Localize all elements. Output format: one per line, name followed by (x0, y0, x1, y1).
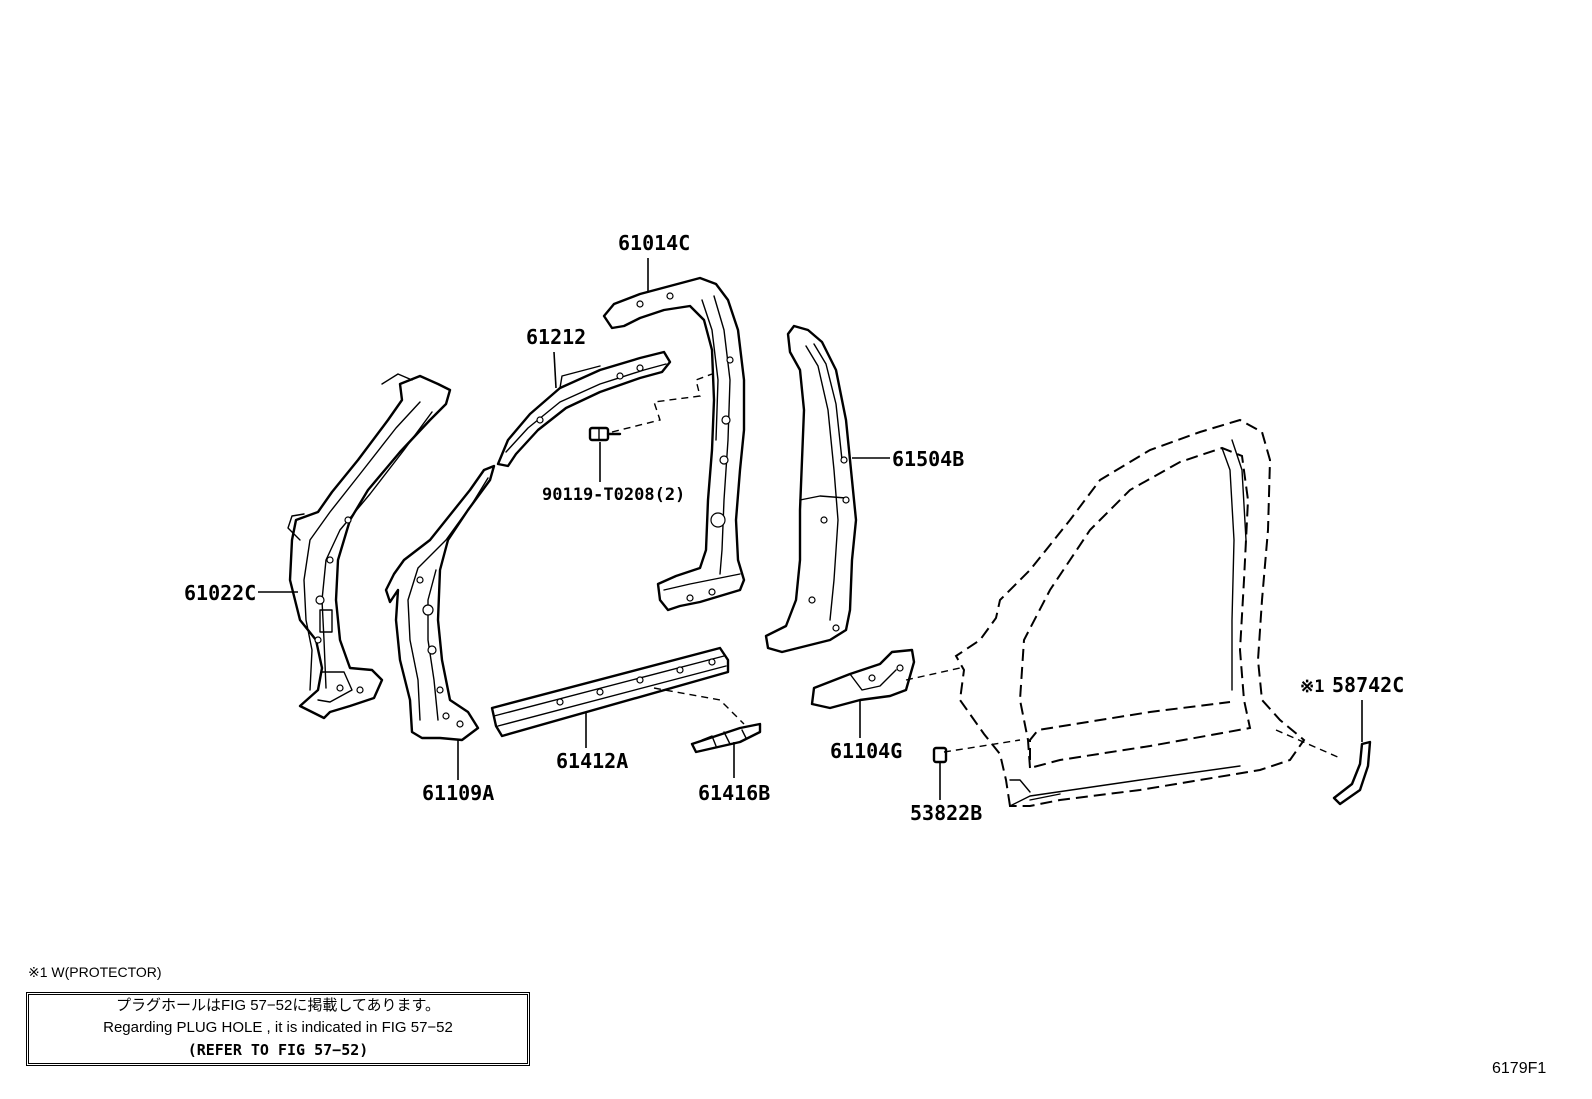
part-label-61014c[interactable]: 61014C (618, 231, 690, 255)
footnote-protector: ※1 W(PROTECTOR) (28, 964, 162, 980)
part-90119-t0208-drawing[interactable] (588, 426, 622, 442)
assembly-dashed-lines (611, 373, 1341, 759)
part-label-61416b[interactable]: 61416B (698, 781, 770, 805)
leader-lines (258, 258, 1363, 800)
part-label-53822b[interactable]: 53822B (910, 801, 982, 825)
note-line-japanese: プラグホールはFIG 57−52に掲載してあります。 (116, 997, 440, 1014)
body-side-outer-reference (954, 418, 1306, 807)
plug-hole-note-box: プラグホールはFIG 57−52に掲載してあります。 Regarding PLU… (26, 992, 530, 1066)
part-label-61212[interactable]: 61212 (526, 325, 586, 349)
part-61109a-drawing[interactable] (384, 464, 496, 742)
figure-id: 6179F1 (1492, 1060, 1547, 1077)
part-61212-drawing[interactable] (496, 350, 672, 468)
part-label-61104g[interactable]: 61104G (830, 739, 902, 763)
part-61416b-drawing[interactable] (690, 722, 762, 754)
part-label-61504b[interactable]: 61504B (892, 447, 964, 471)
part-label-58742c[interactable]: 58742C (1332, 673, 1404, 697)
part-label-58742c-marker: ※1 (1300, 677, 1324, 697)
part-label-61109a[interactable]: 61109A (422, 781, 494, 805)
part-61022c-drawing[interactable] (287, 373, 452, 720)
part-58742c-drawing[interactable] (1332, 740, 1372, 806)
part-61504b-drawing[interactable] (764, 324, 858, 654)
note-line-refer[interactable]: (REFER TO FIG 57−52) (187, 1041, 369, 1059)
part-label-61412a[interactable]: 61412A (556, 749, 628, 773)
part-61104g-drawing[interactable] (810, 648, 916, 710)
part-53822b-drawing[interactable] (932, 746, 948, 764)
part-label-90119-t0208[interactable]: 90119-T0208(2) (542, 485, 685, 505)
part-label-61022c[interactable]: 61022C (184, 581, 256, 605)
part-61412a-drawing[interactable] (490, 646, 730, 738)
part-61014c-drawing[interactable] (602, 276, 746, 612)
note-line-english: Regarding PLUG HOLE , it is indicated in… (103, 1019, 453, 1036)
